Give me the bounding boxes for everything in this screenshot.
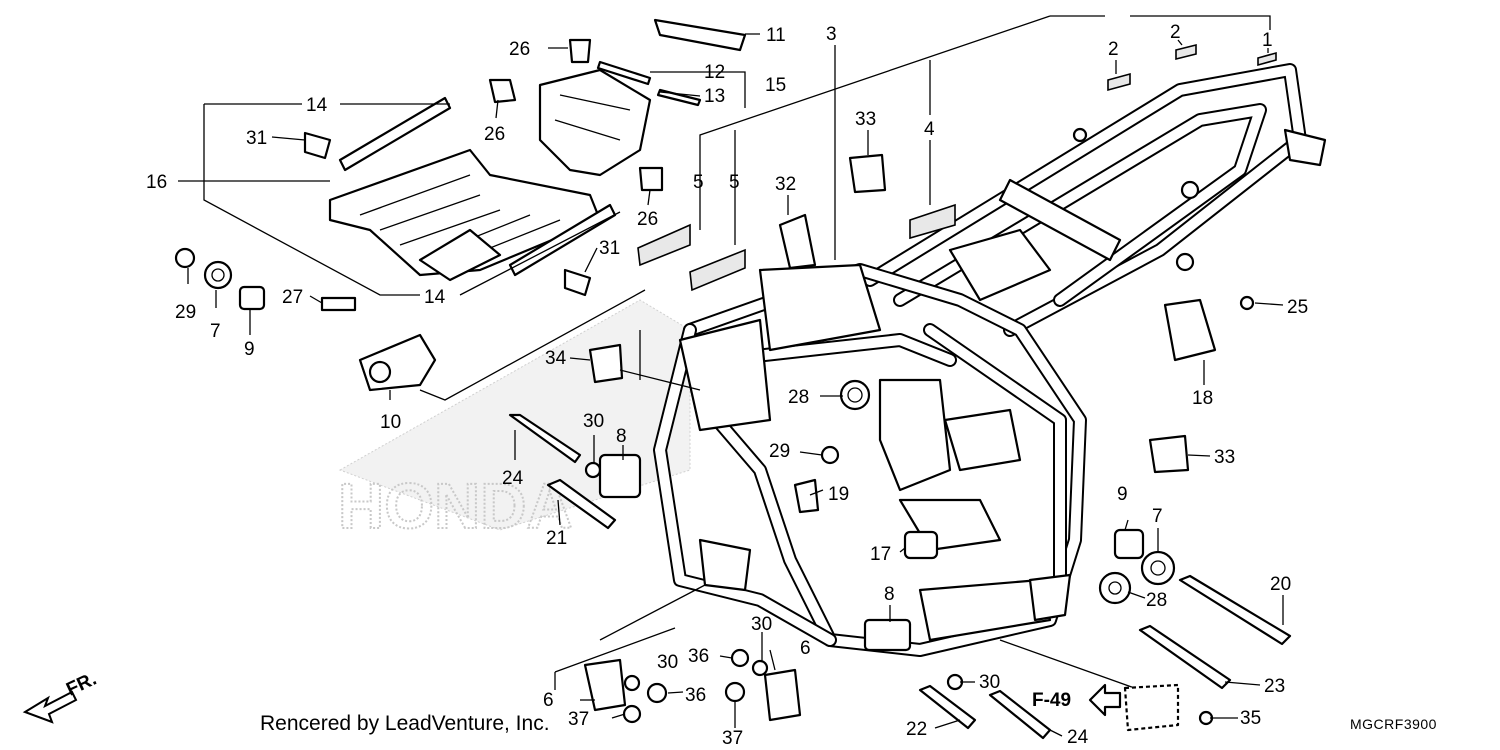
diagram-code: MGCRF3900 [1350, 716, 1437, 732]
watermark-text: HONDA [338, 470, 573, 542]
toolbox-bracket [538, 68, 652, 177]
front-arrow: FR. [22, 669, 100, 724]
callout-6a: 6 [543, 690, 554, 711]
plate-11 [653, 18, 747, 52]
callout-2b: 2 [1170, 22, 1181, 43]
callout-30a: 30 [583, 411, 604, 432]
callout-11: 11 [766, 25, 786, 46]
callout-20: 20 [1270, 574, 1291, 595]
callout-14a: 14 [306, 95, 328, 116]
callout-27: 27 [282, 287, 303, 308]
callout-22: 22 [906, 719, 927, 740]
leader-lines [178, 15, 1284, 737]
callout-34: 34 [545, 348, 567, 369]
callout-17: 17 [870, 544, 891, 565]
callout-16: 16 [146, 172, 167, 193]
ref-label: F-49 [1032, 690, 1071, 711]
callout-36b: 36 [685, 685, 706, 706]
callout-8a: 8 [616, 426, 627, 447]
callout-26a: 26 [509, 39, 530, 60]
callout-23: 23 [1264, 676, 1285, 697]
callout-14b: 14 [424, 287, 446, 308]
callout-15: 15 [765, 75, 786, 96]
callout-5a: 5 [693, 172, 704, 193]
strip-12 [596, 60, 652, 86]
reference-f49: F-49 [1032, 683, 1180, 732]
callout-31a: 31 [246, 128, 267, 149]
main-frame [653, 63, 1327, 657]
pad-5a [637, 223, 691, 267]
seat-bracket-16 [328, 148, 602, 282]
callout-29b: 29 [769, 441, 790, 462]
callout-1: 1 [1262, 30, 1273, 51]
callout-9b: 9 [1117, 484, 1128, 505]
pad-1 [1257, 51, 1277, 67]
callout-37b: 37 [722, 728, 743, 749]
callout-9a: 9 [244, 339, 255, 360]
callout-30d: 30 [979, 672, 1000, 693]
callout-3: 3 [826, 24, 837, 45]
callout-10: 10 [380, 412, 401, 433]
callout-2a: 2 [1108, 39, 1119, 60]
callout-8b: 8 [884, 584, 895, 605]
rubber-strip-upper [338, 96, 452, 172]
mount-10 [358, 333, 437, 392]
pad-2b [1175, 43, 1197, 61]
callout-33a: 33 [855, 109, 876, 130]
callout-26b: 26 [484, 124, 505, 145]
pad-4 [909, 203, 956, 240]
callout-18: 18 [1192, 388, 1213, 409]
callout-7b: 7 [1152, 506, 1163, 527]
callout-31b: 31 [599, 238, 620, 259]
callout-24b: 24 [1067, 727, 1089, 748]
callout-19: 19 [828, 484, 849, 505]
callout-29a: 29 [175, 302, 196, 323]
callout-28b: 28 [1146, 590, 1167, 611]
callout-33b: 33 [1214, 447, 1235, 468]
callout-28a: 28 [788, 387, 809, 408]
callout-4: 4 [924, 119, 935, 140]
callout-36a: 36 [688, 646, 709, 667]
footer-credit: Rencered by LeadVenture, Inc. [260, 712, 550, 735]
pad-2a [1107, 72, 1131, 92]
callout-35: 35 [1240, 708, 1261, 729]
callout-13: 13 [704, 86, 725, 107]
callout-labels: 1 2 2 3 4 5 5 6 6 7 7 8 8 9 9 10 11 12 1… [146, 22, 1308, 749]
callout-25: 25 [1287, 297, 1308, 318]
callout-37a: 37 [568, 709, 589, 730]
callout-32: 32 [775, 174, 796, 195]
pad-5b [689, 248, 746, 292]
callout-12: 12 [704, 62, 725, 83]
callout-7a: 7 [210, 321, 221, 342]
callout-21: 21 [546, 528, 567, 549]
callout-24a: 24 [502, 468, 524, 489]
callout-5b: 5 [729, 172, 740, 193]
callout-6b: 6 [800, 638, 811, 659]
callout-26c: 26 [637, 209, 658, 230]
callout-30c: 30 [751, 614, 772, 635]
small-parts [174, 38, 1292, 740]
callout-30b: 30 [657, 652, 678, 673]
strip-13 [656, 88, 702, 107]
